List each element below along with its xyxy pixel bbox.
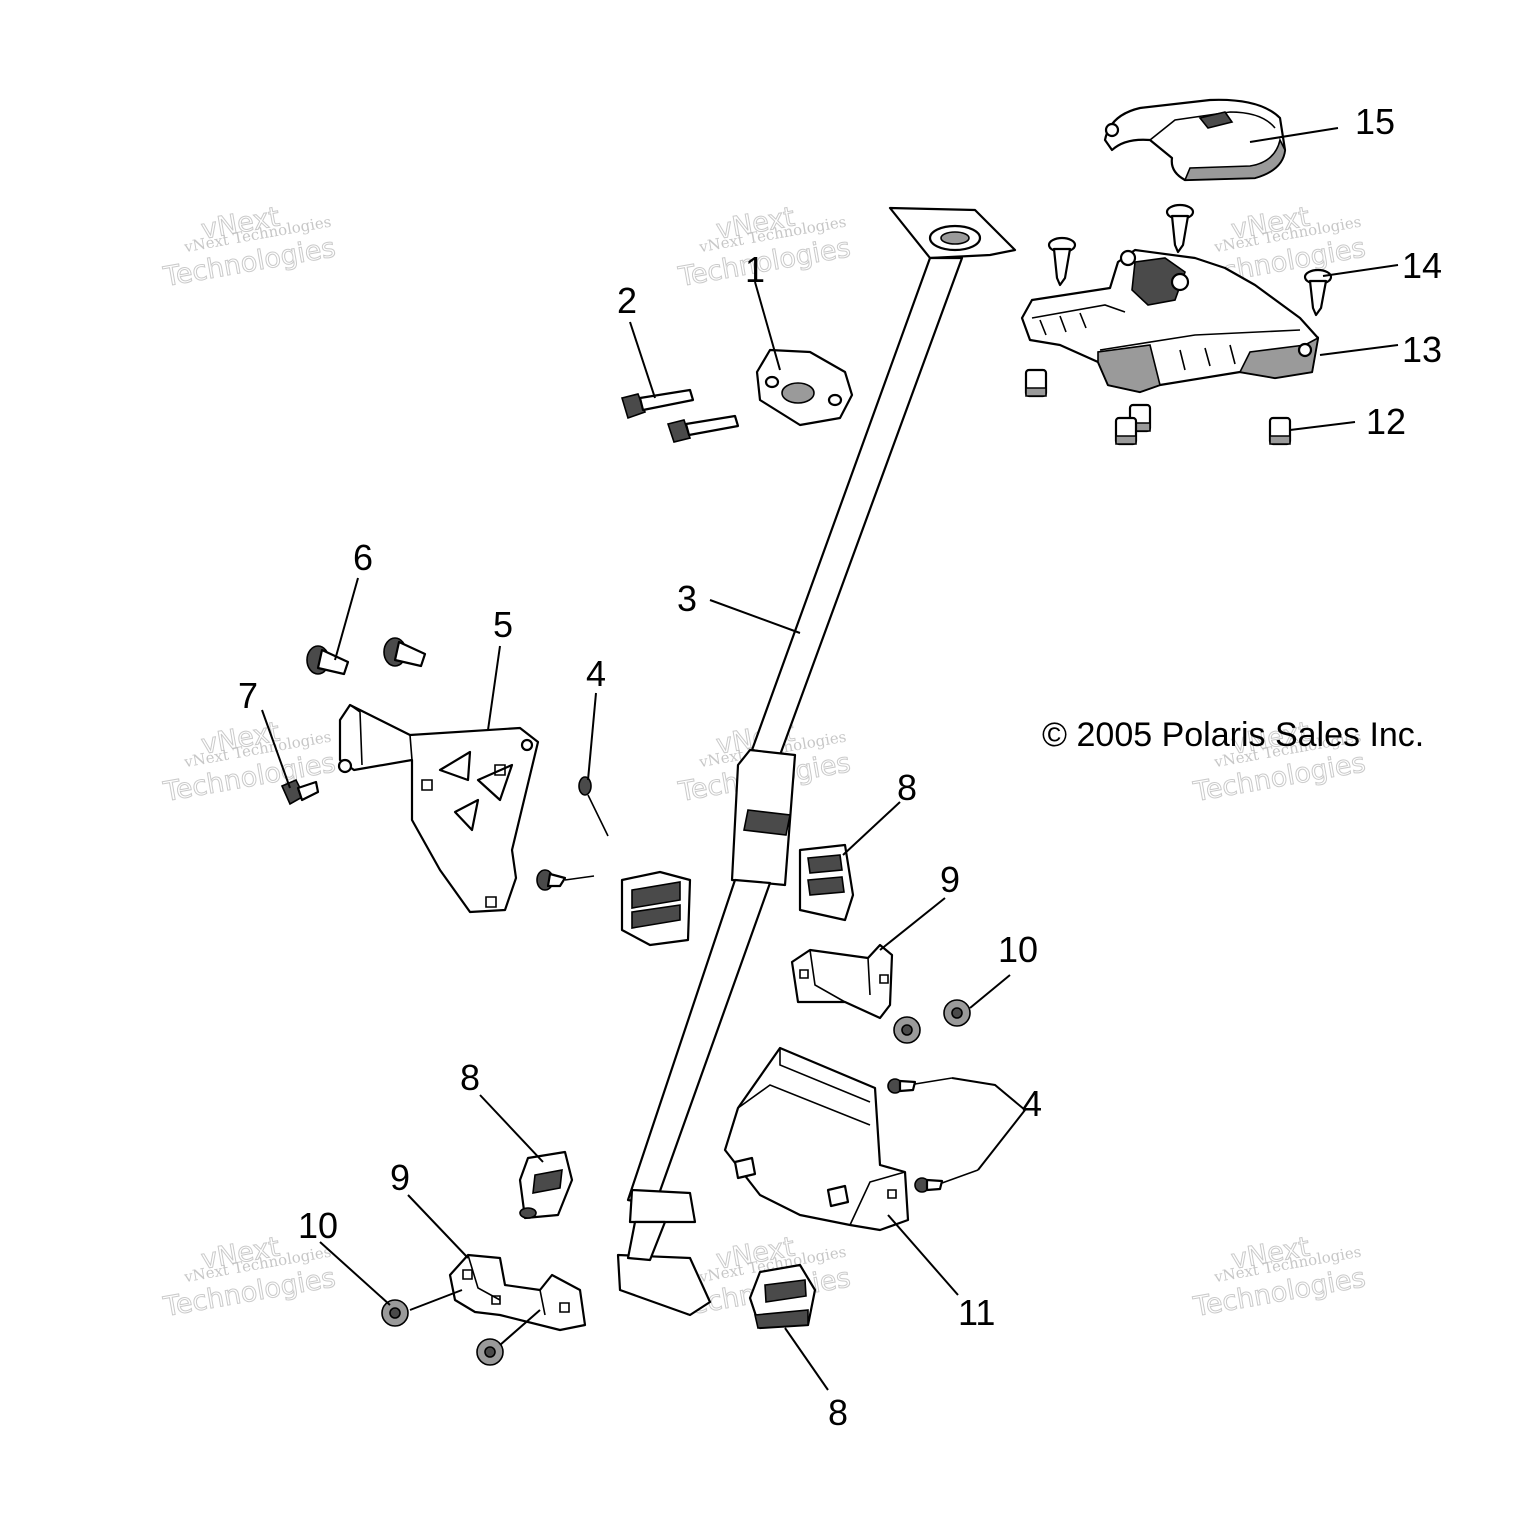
callout-13: 13 [1402, 329, 1442, 370]
part-15-handlebar-cover [1103, 98, 1287, 182]
callout-9-upper: 9 [940, 859, 960, 900]
callout-1: 1 [745, 249, 765, 290]
part-8-bushing-b [798, 843, 855, 922]
part-2-bolts [620, 388, 740, 443]
part-8-bushing-d [748, 1263, 817, 1330]
callout-6: 6 [353, 537, 373, 578]
callout-5: 5 [493, 604, 513, 645]
part-8-bushing-a [620, 870, 692, 947]
callout-8-lower-right: 8 [828, 1392, 848, 1433]
part-9-clamp-lower [448, 1253, 587, 1332]
callout-4-right: 4 [1022, 1083, 1042, 1124]
callout-labels: 15 14 13 12 1 2 3 4 5 6 7 8 9 10 4 8 9 1… [238, 101, 1442, 1433]
callout-8-lower-left: 8 [460, 1057, 480, 1098]
part-4-rivets-right [887, 1077, 979, 1193]
part-13-handlebar [1020, 248, 1320, 394]
callout-12: 12 [1366, 401, 1406, 442]
part-12-nuts [1024, 368, 1292, 446]
callout-2: 2 [617, 280, 637, 321]
copyright-notice: © 2005 Polaris Sales Inc. [1042, 716, 1424, 754]
part-8-bushing-c [518, 1150, 574, 1220]
callout-10-upper: 10 [998, 929, 1038, 970]
callout-3: 3 [677, 578, 697, 619]
callout-10-lower: 10 [298, 1205, 338, 1246]
callout-8-upper: 8 [897, 767, 917, 808]
part-5-bracket [337, 703, 540, 914]
callout-7: 7 [238, 675, 258, 716]
part-7-bolt [280, 778, 320, 806]
callout-4-left: 4 [586, 653, 606, 694]
part-10-nuts-upper [893, 999, 971, 1044]
part-4-rivets-left [536, 776, 609, 891]
callout-14: 14 [1402, 245, 1442, 286]
part-10-nuts-lower [381, 1299, 504, 1366]
part-9-clamp-upper [790, 943, 894, 1020]
callout-15: 15 [1355, 101, 1395, 142]
part-11-cover [723, 1046, 910, 1232]
watermark-top-center: vNext Technologies vNext Technologies [675, 201, 853, 294]
watermark-bottom-right: vNext Technologies vNext Technologies [1190, 1231, 1368, 1324]
callout-11: 11 [958, 1292, 995, 1333]
part-6-bolts [306, 637, 427, 676]
leader-lines [261, 127, 1399, 1391]
callout-9-lower: 9 [390, 1157, 410, 1198]
part-1-clamp-block [755, 348, 854, 427]
part-3-steering-post [616, 206, 1017, 1317]
watermark-top-left: vNext Technologies vNext Technologies [160, 201, 338, 294]
